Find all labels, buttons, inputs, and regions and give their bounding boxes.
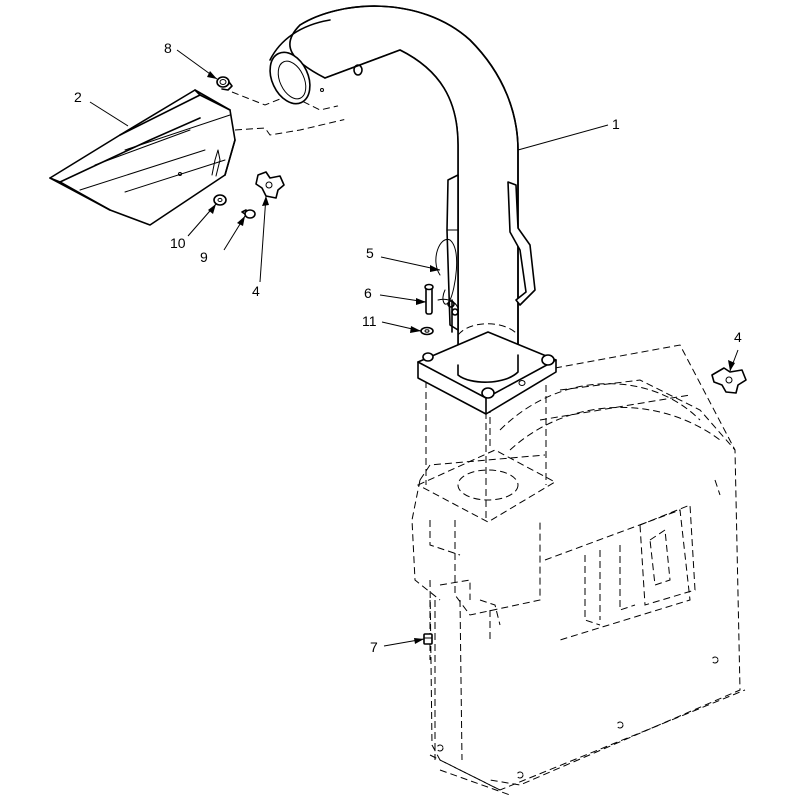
knob-part-4-upper xyxy=(255,171,285,199)
callout-6: 6 xyxy=(364,285,372,301)
washer-part-10 xyxy=(213,194,227,206)
callout-10: 10 xyxy=(170,235,186,251)
nut-part-8 xyxy=(216,76,233,91)
callout-4-lower: 4 xyxy=(734,329,742,345)
callout-8: 8 xyxy=(164,40,172,56)
knob-part-4-lower xyxy=(711,367,747,394)
callout-4-upper: 4 xyxy=(252,283,260,299)
washer-part-11 xyxy=(420,326,434,336)
leader-lines xyxy=(89,49,739,647)
mounting-flange xyxy=(417,331,557,415)
nut-part-7 xyxy=(423,633,433,645)
pin-part-6 xyxy=(424,283,434,315)
chute-housing xyxy=(411,344,746,796)
callout-1: 1 xyxy=(612,116,620,132)
callout-7: 7 xyxy=(370,639,378,655)
callout-11: 11 xyxy=(362,313,377,329)
lanyard-part-5 xyxy=(435,238,459,333)
callout-9: 9 xyxy=(200,249,208,265)
callout-labels: 1 2 4 4 5 6 7 8 9 10 11 xyxy=(74,40,742,655)
discharge-pipe-part-1 xyxy=(269,5,536,373)
screw-part-9 xyxy=(241,209,256,219)
deflector-part-2 xyxy=(49,89,236,226)
alignment-lines xyxy=(425,370,547,660)
callout-5: 5 xyxy=(366,245,374,261)
callout-2: 2 xyxy=(74,89,82,105)
